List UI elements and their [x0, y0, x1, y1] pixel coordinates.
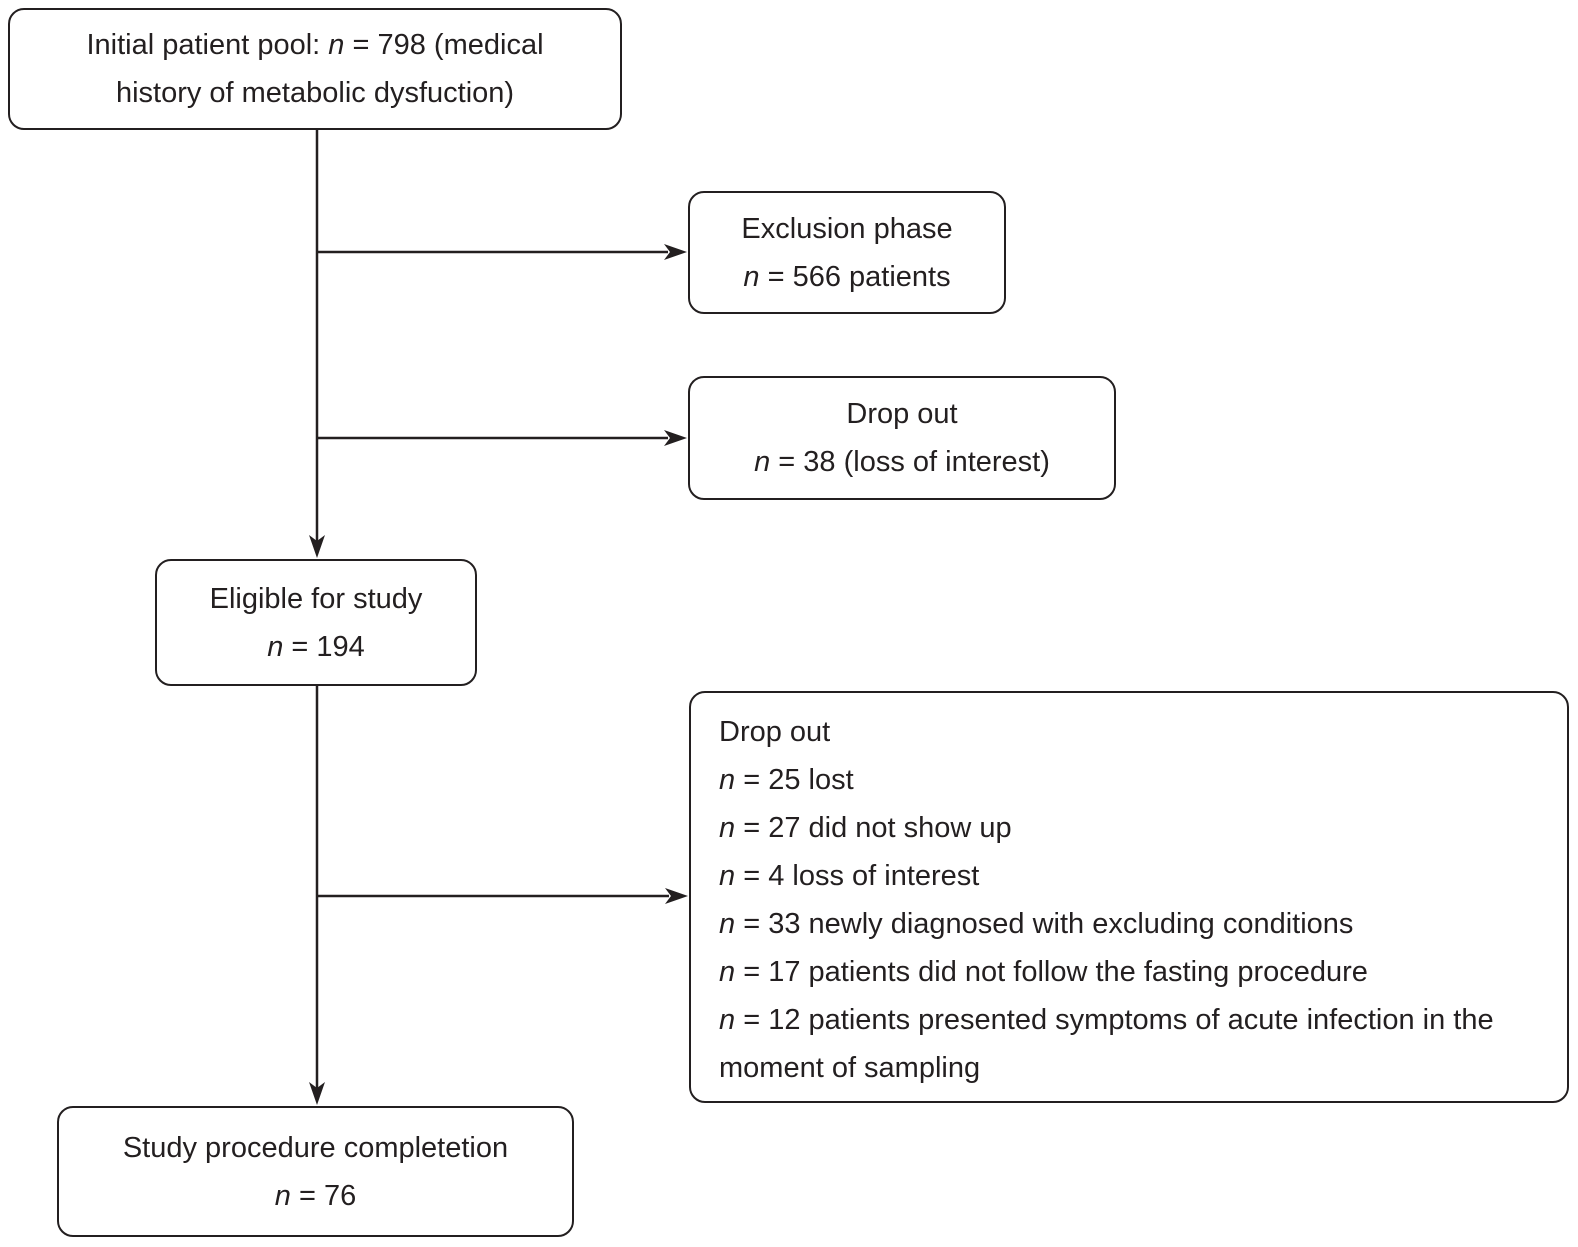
text-line: n = 12 patients presented symptoms of ac…: [719, 1004, 1494, 1084]
arrowhead-down-eligible: [309, 535, 325, 558]
box-initial-patient-pool: Initial patient pool: n = 798 (medical hi…: [8, 8, 622, 130]
arrowhead-right-exclusion: [664, 244, 687, 260]
text-line: n = 17 patients did not follow the fasti…: [719, 956, 1368, 988]
text-line: n = 76: [274, 1179, 357, 1212]
box-drop-out-1: Drop out n = 38 (loss of interest): [688, 376, 1116, 500]
arrowhead-right-dropout1: [664, 430, 687, 446]
text-line: Drop out: [846, 398, 958, 430]
text-line: n = 33 newly diagnosed with excluding co…: [719, 908, 1354, 940]
text-line: Exclusion phase: [741, 212, 953, 245]
text-line: history of metabolic dysfuction): [115, 77, 515, 109]
arrowhead-down-completion: [309, 1082, 325, 1105]
text-line: n = 27 did not show up: [719, 812, 1012, 844]
box-drop-out-2: Drop out n = 25 lost n = 27 did not show u…: [689, 691, 1569, 1103]
box-exclusion-phase: Exclusion phase n = 566 patients: [688, 191, 1006, 314]
text-line: Initial patient pool: n = 798 (medical: [86, 29, 544, 61]
box-eligible-for-study: Eligible for study n = 194: [155, 559, 477, 686]
text-line: n = 25 lost: [719, 764, 854, 796]
text-line: n = 38 (loss of interest): [754, 446, 1050, 478]
text-line: n = 4 loss of interest: [719, 860, 980, 892]
text-line: n = 566 patients: [743, 260, 951, 293]
text-line: Study procedure completetion: [122, 1131, 509, 1164]
text-line: n = 194: [267, 630, 365, 663]
box-study-procedure-completion: Study procedure completetion n = 76: [57, 1106, 574, 1237]
text-line: Eligible for study: [209, 582, 423, 615]
text-line: Drop out: [719, 716, 831, 748]
arrowhead-right-dropout2: [665, 888, 688, 904]
